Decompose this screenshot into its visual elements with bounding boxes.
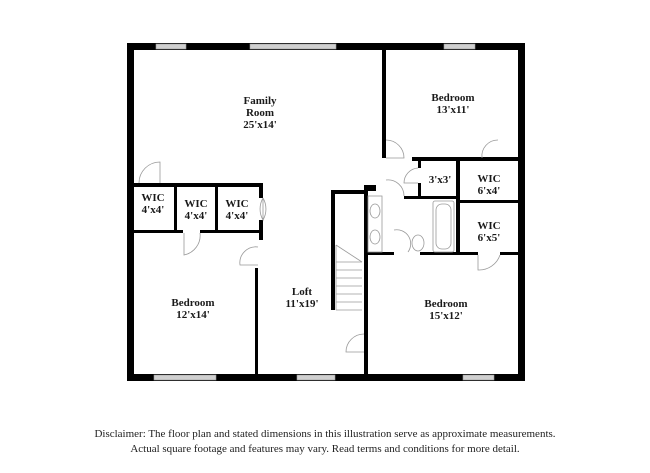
room-name: WIC [141, 192, 165, 204]
room-name: Loft [291, 286, 313, 298]
room-label-closet: 3'x3' [429, 174, 452, 186]
doors [138, 139, 501, 353]
room-dimensions: 3'x3' [428, 174, 452, 186]
room-dimensions: 6'x4' [477, 185, 501, 197]
room-dimensions: 4'x4' [141, 204, 165, 216]
room-dimensions: 4'x4' [225, 210, 249, 222]
disclaimer-line-2: Actual square footage and features may v… [130, 443, 520, 455]
room-dimensions: 4'x4' [184, 210, 208, 222]
room-name: WIC [477, 220, 501, 232]
room-name: WIC [225, 198, 249, 210]
room-label-wic-6x4: WIC 6'x4' [477, 173, 500, 197]
windows [153, 43, 495, 381]
room-dimensions: 13'x11' [436, 104, 470, 116]
room-dimensions: 12'x14' [176, 309, 210, 321]
room-name: Bedroom [171, 297, 215, 309]
fixtures [335, 195, 455, 311]
room-label-loft: Loft 11'x19' [285, 286, 318, 310]
room-name: WIC [477, 173, 501, 185]
room-name: Bedroom [431, 92, 475, 104]
room-label-bedroom-ne: Bedroom 13'x11' [431, 92, 474, 116]
disclaimer-line-1: Disclaimer: The floor plan and stated di… [94, 428, 556, 440]
room-dimensions: 11'x19' [285, 298, 319, 310]
room-label-wic-left-1: WIC 4'x4' [141, 192, 164, 216]
room-name: Bedroom [424, 298, 468, 310]
room-dimensions: 15'x12' [429, 310, 463, 322]
room-label-bedroom-sw: Bedroom 12'x14' [171, 297, 214, 321]
disclaimer: Disclaimer: The floor plan and stated di… [0, 427, 650, 457]
room-dimensions: 6'x5' [477, 232, 501, 244]
room-dimensions: 25'x14' [243, 119, 277, 131]
room-name: Room [245, 107, 275, 119]
room-label-wic-left-3: WIC 4'x4' [225, 198, 248, 222]
room-name: WIC [184, 198, 208, 210]
room-label-bedroom-se: Bedroom 15'x12' [424, 298, 467, 322]
room-label-family-room: Family Room 25'x14' [243, 95, 277, 131]
room-label-wic-6x5: WIC 6'x5' [477, 220, 500, 244]
room-label-wic-left-2: WIC 4'x4' [184, 198, 207, 222]
room-name: Family [243, 95, 277, 107]
